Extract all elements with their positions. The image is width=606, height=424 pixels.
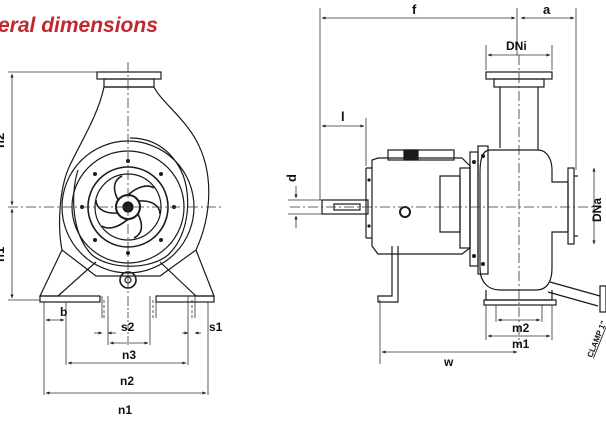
side-view — [321, 71, 606, 313]
label-m2: m2 — [512, 321, 530, 335]
side-housing-top — [387, 149, 455, 161]
side-housing-end — [365, 167, 372, 239]
label-dn-outlet: DNa — [590, 198, 604, 222]
side-drain-valve — [599, 285, 606, 313]
side-sight-glass — [399, 206, 411, 218]
side-bearing-housing — [371, 157, 471, 255]
side-discharge-pipe — [499, 87, 539, 150]
section-heading: eral dimensions — [0, 14, 158, 37]
side-cover-flange — [469, 151, 479, 267]
label-n2: n2 — [120, 374, 134, 388]
front-discharge-neck — [103, 78, 155, 88]
side-seal-housing — [459, 167, 471, 249]
side-drain-pipe — [547, 281, 601, 307]
label-clamp: CLAMP 1" — [586, 319, 606, 359]
label-h1: h1 — [0, 247, 7, 262]
label-a: a — [543, 2, 551, 17]
front-discharge-flange — [96, 71, 162, 80]
side-casing — [479, 149, 569, 291]
side-support-leg — [377, 246, 399, 303]
front-base-left — [39, 295, 101, 303]
side-view-dimensions — [288, 8, 602, 364]
label-l: l — [341, 109, 345, 124]
label-w: w — [443, 355, 454, 369]
label-b: b — [60, 305, 67, 319]
label-n3: n3 — [122, 348, 136, 362]
label-dn-inlet: DNi — [506, 39, 527, 53]
front-view — [39, 71, 215, 303]
front-base-right — [155, 295, 215, 303]
front-impeller-vanes — [95, 175, 161, 239]
label-h2: h2 — [0, 133, 7, 148]
side-oil-fill-plug — [403, 149, 419, 161]
label-d: d — [284, 174, 299, 182]
front-view-dimensions — [8, 62, 222, 395]
label-s2: s2 — [121, 320, 135, 334]
side-base — [483, 299, 557, 306]
side-suction-flange — [567, 167, 575, 245]
label-m1: m1 — [512, 337, 530, 351]
side-bolts — [367, 154, 485, 266]
front-volute-casing — [59, 86, 210, 277]
front-foot-left — [39, 249, 97, 297]
label-f: f — [412, 2, 417, 17]
label-s1: s1 — [209, 320, 223, 334]
label-n1: n1 — [118, 403, 132, 417]
side-seal-chamber — [439, 175, 461, 233]
